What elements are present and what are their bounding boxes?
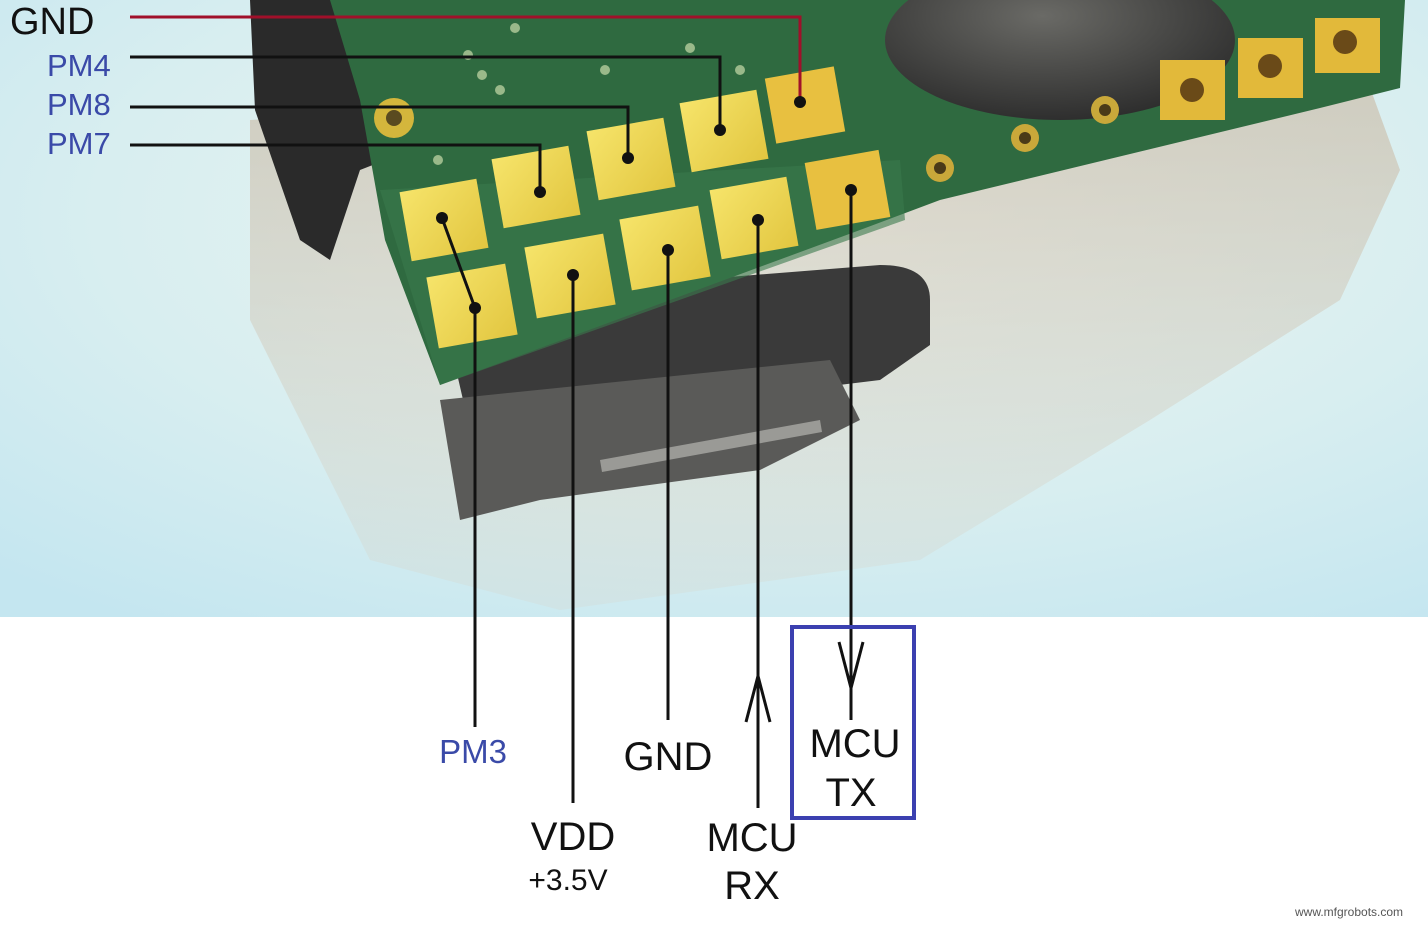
watermark: www.mfgrobots.com xyxy=(1295,905,1404,919)
mcu-tx-highlight-box xyxy=(790,625,916,820)
pcb-vias xyxy=(433,23,745,165)
page-lower-white xyxy=(0,617,1428,922)
card-slot-edge xyxy=(600,420,822,472)
gnd-top-label: GND xyxy=(10,1,95,43)
mcu-rx-arrow xyxy=(744,670,772,723)
vdd-label: VDD xyxy=(530,815,616,859)
pm4-label: PM4 xyxy=(47,48,111,83)
pm8-wire xyxy=(130,105,630,158)
gnd-top-wire xyxy=(130,15,802,102)
card-slot xyxy=(440,360,860,520)
mcu-rx-label-line2: RX xyxy=(724,864,780,908)
pm7-label: PM7 xyxy=(47,126,111,161)
pm8-label: PM8 xyxy=(47,87,111,122)
vdd-voltage-label: +3.5V xyxy=(528,864,608,897)
through-hole-pads xyxy=(374,18,1380,182)
cylinder-component xyxy=(885,0,1235,120)
pm3-link-wire xyxy=(440,217,477,309)
mcu-rx-label-line1: MCU xyxy=(706,816,798,860)
mcu-tx-label-line1: MCU xyxy=(809,722,901,766)
pm3-label: PM3 xyxy=(439,733,507,770)
pad-pm7-top xyxy=(491,145,581,229)
mcu-tx-arrow xyxy=(837,641,865,694)
wire-end-dots xyxy=(436,96,857,314)
pm7-wire xyxy=(130,143,542,192)
gnd-bottom-label: GND xyxy=(623,735,713,779)
leader-lines xyxy=(130,15,853,808)
mcu-tx-label-line2: TX xyxy=(825,771,877,815)
pm4-wire xyxy=(130,55,722,130)
